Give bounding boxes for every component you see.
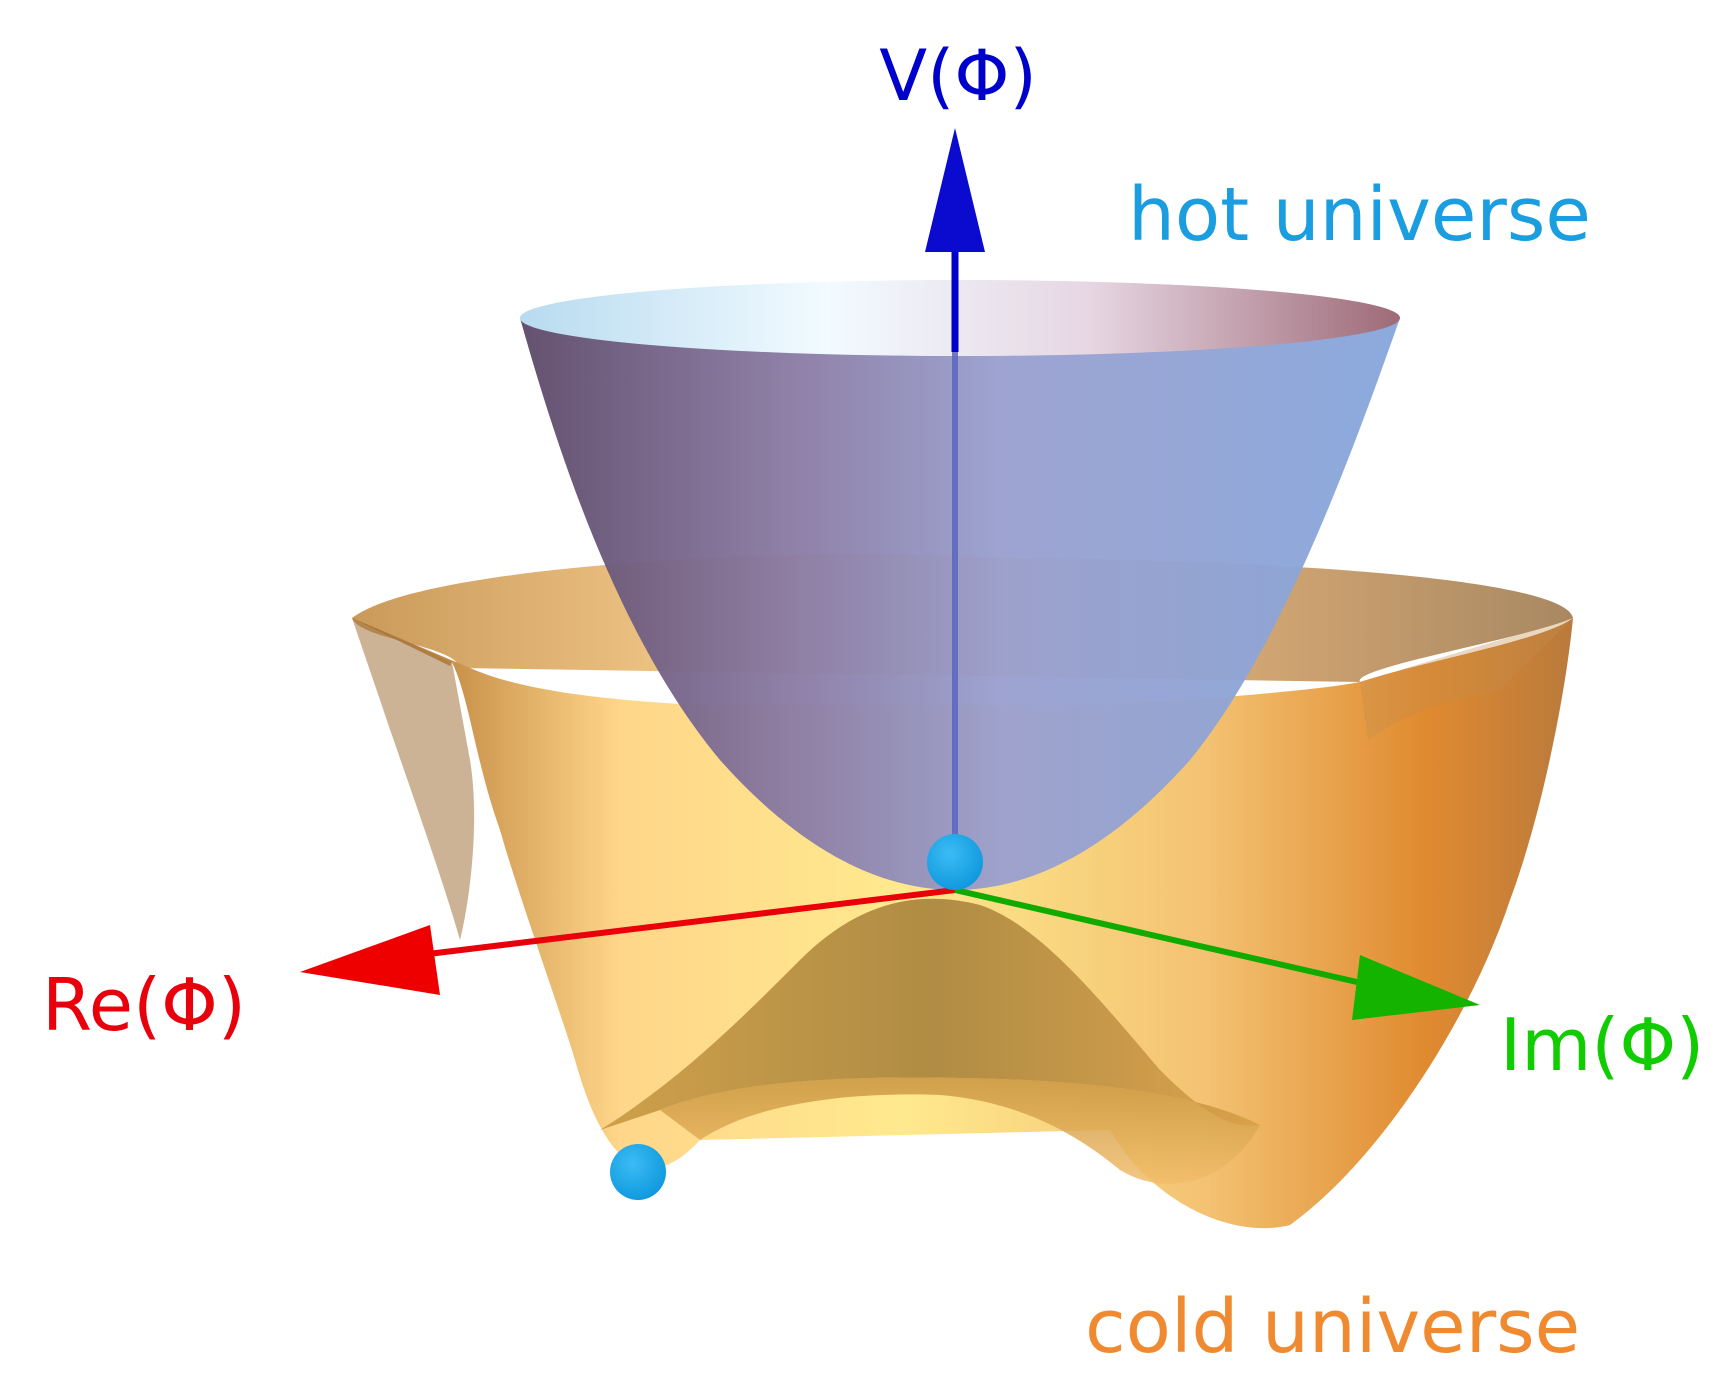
cold-state-ball: [610, 1144, 666, 1200]
cold-universe-label: cold universe: [1085, 1284, 1580, 1370]
v-axis-arrowhead: [925, 128, 985, 252]
re-axis-arrowhead: [300, 925, 440, 995]
cold-surface-trough: [660, 1077, 1260, 1184]
cold-surface-hump: [600, 898, 1260, 1130]
hot-surface-body: [520, 318, 1400, 890]
re-axis-label: Re(Φ): [42, 963, 246, 1047]
im-axis-arrowhead: [1352, 955, 1480, 1020]
v-axis-label: V(Φ): [879, 35, 1037, 117]
im-axis-label: Im(Φ): [1500, 1003, 1704, 1087]
cold-surface-left-cut: [352, 618, 475, 940]
hot-universe-surface: [520, 280, 1400, 890]
hot-state-ball: [927, 834, 983, 890]
im-axis-shaft: [954, 887, 1371, 988]
hot-surface-rim: [520, 280, 1400, 356]
v-axis: [925, 128, 985, 890]
re-axis: [300, 887, 956, 995]
re-axis-shaft: [419, 887, 956, 958]
im-axis: [954, 887, 1480, 1020]
hot-universe-label: hot universe: [1128, 172, 1591, 258]
cold-surface-right-cut: [1360, 618, 1573, 740]
